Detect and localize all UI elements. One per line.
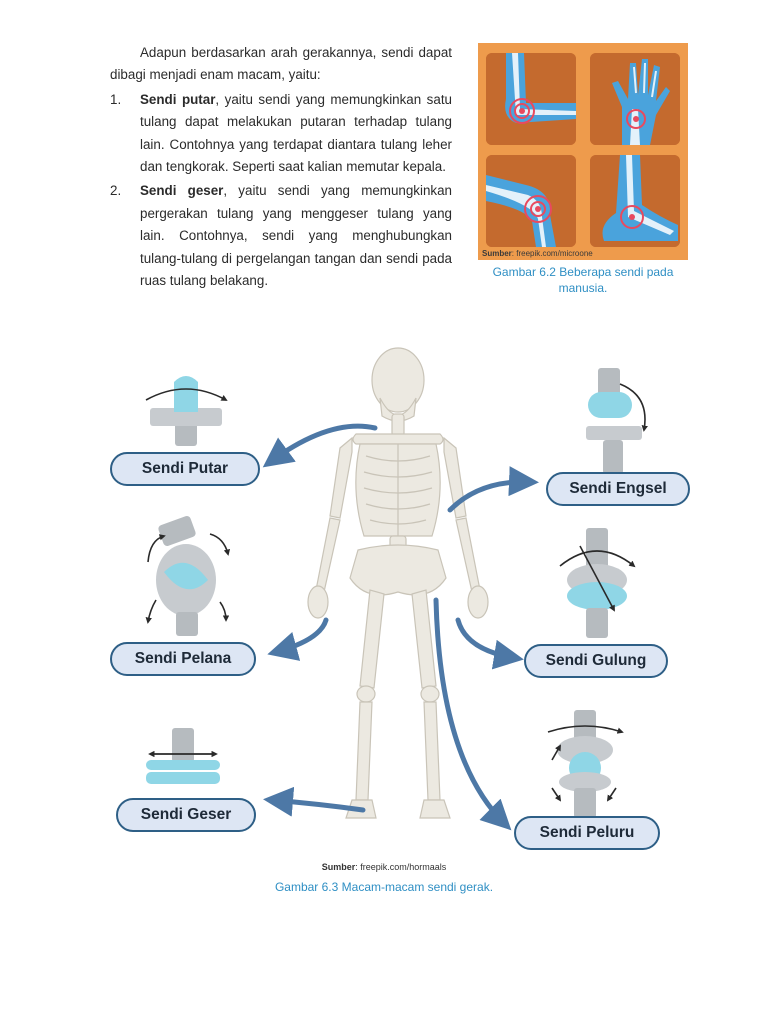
label-sendi-engsel: Sendi Engsel <box>546 472 690 506</box>
label-sendi-geser: Sendi Geser <box>116 798 256 832</box>
joint-photo-panel: Sumber: freepik.com/microone <box>478 43 688 260</box>
list-item-1: 1. Sendi putar, yaitu sendi yang memungk… <box>110 89 452 179</box>
list-text: , yaitu sendi yang memungkinkan satu tul… <box>140 91 452 175</box>
joint-types-diagram: Sendi Putar Sendi Engsel Sendi Pelana Se… <box>0 340 768 870</box>
figure-6-3-caption: Gambar 6.3 Macam-macam sendi gerak. <box>274 880 494 894</box>
list-number: 2. <box>110 183 122 199</box>
figure-6-2-caption: Gambar 6.2 Beberapa sendi pada manusia. <box>492 265 674 295</box>
term-sendi-putar: Sendi putar <box>140 91 216 107</box>
skeleton-illustration <box>145 347 648 831</box>
wrist-joint-image <box>590 53 680 145</box>
condyloid-joint-icon <box>559 528 636 638</box>
intro-paragraph: Adapun berdasarkan arah gerakannya, send… <box>110 45 452 83</box>
saddle-joint-icon <box>145 515 231 636</box>
ankle-joint-image <box>590 155 680 247</box>
term-sendi-geser: Sendi geser <box>140 183 224 199</box>
label-sendi-gulung: Sendi Gulung <box>524 644 668 678</box>
hinge-joint-icon <box>586 368 648 474</box>
list-text: , yaitu sendi yang memungkinkan pergerak… <box>140 183 452 289</box>
knee-joint-image <box>486 155 576 247</box>
list-item-2: 2. Sendi geser, yaitu sendi yang memungk… <box>110 180 452 292</box>
elbow-joint-image <box>486 53 576 145</box>
ball-joint-icon <box>547 710 624 818</box>
figure-6-3-source: Sumber: freepik.com/hormaals <box>321 862 447 872</box>
list-number: 1. <box>110 91 122 107</box>
gliding-joint-icon <box>146 728 220 784</box>
body-text: Adapun berdasarkan arah gerakannya, send… <box>110 42 452 292</box>
label-sendi-peluru: Sendi Peluru <box>514 816 660 850</box>
figure-6-2-source: Sumber: freepik.com/microone <box>482 249 593 258</box>
label-sendi-pelana: Sendi Pelana <box>110 642 256 676</box>
label-sendi-putar: Sendi Putar <box>110 452 260 486</box>
pivot-joint-icon <box>145 376 228 446</box>
